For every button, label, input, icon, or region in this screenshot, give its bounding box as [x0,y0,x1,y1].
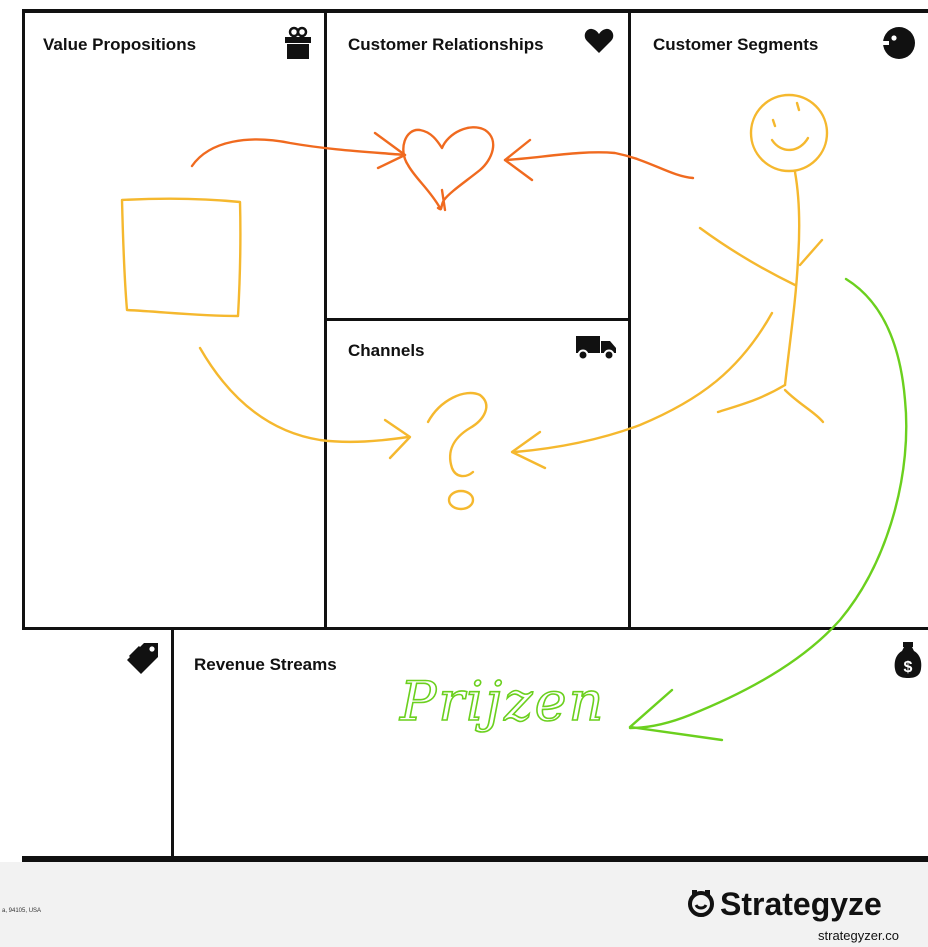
yellow-arrowhead-left [383,418,412,460]
revenue-streams-label: Revenue Streams [194,655,337,674]
orange-arrowhead-left [373,131,407,170]
canvas-footer [0,862,928,947]
face-icon [882,27,915,59]
yellow-square-sketch [120,197,242,318]
value-propositions-label: Value Propositions [43,35,197,54]
heart-icon [584,28,614,53]
left-border [22,9,25,629]
orange-heart-sketch [402,126,495,212]
divider-cr-channels [324,318,630,321]
gift-icon [285,26,311,59]
svg-text:Prijzen: Prijzen [399,670,605,733]
stick-figure-arm-right [798,238,824,267]
bottom-border [22,856,928,862]
top-border [22,9,928,13]
truck-icon [576,336,616,361]
green-arrowhead [628,688,724,742]
customer-relationships-label: Customer Relationships [348,35,544,54]
customer-segments-label: Customer Segments [653,35,819,54]
stick-figure-smile [770,136,810,152]
divider-cost-revenue [171,627,174,860]
yellow-question-dot [447,489,475,511]
channels-label: Channels [348,341,425,360]
divider-top-bottom [22,627,928,630]
brand-name: Strategyze [720,886,882,922]
money-bag-icon: $ [894,642,922,678]
brand-url[interactable]: strategyzer.co [818,928,899,943]
stick-figure-eyes [771,101,801,128]
price-tag-icon [127,643,158,674]
stick-figure-head [749,93,829,173]
strategyzer-logo: Strategyze [686,886,882,923]
stick-figure-arm-left [698,226,797,287]
svg-text:$: $ [904,659,913,676]
yellow-question-mark [426,391,488,478]
stick-figure-leg-left [716,383,787,414]
stick-figure-body [783,170,801,387]
stick-figure-leg-right [783,388,825,424]
strategyzer-logo-icon [688,890,714,917]
footer-address: a, 94105, USA [2,908,42,914]
yellow-arrow-left [198,346,410,444]
orange-arrow-left [190,138,407,168]
green-arrow [628,277,908,730]
yellow-arrow-right [513,311,774,454]
orange-arrow-right [503,151,695,180]
orange-arrowhead-right [503,138,534,182]
yellow-arrowhead-right [510,430,547,470]
